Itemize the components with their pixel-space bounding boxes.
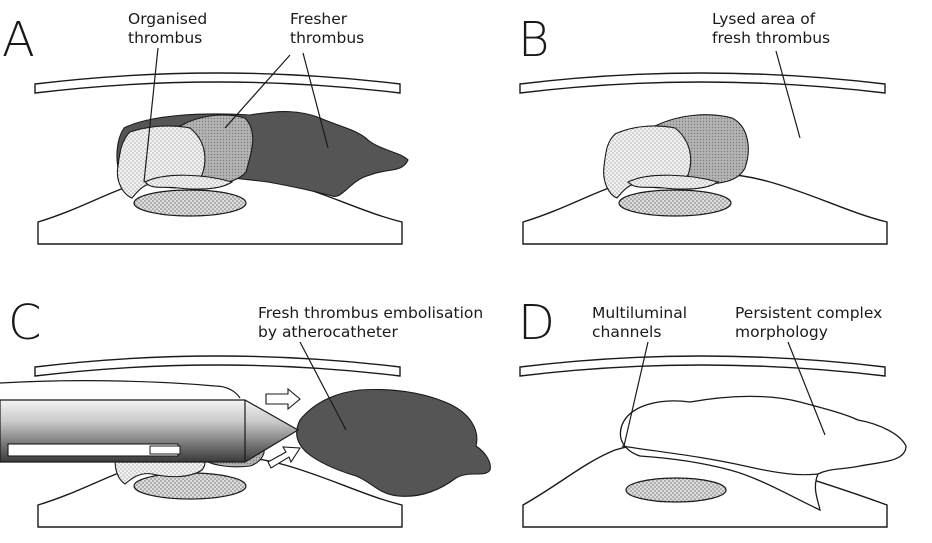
panel-b-plaque (619, 190, 731, 216)
panel-a-plaque (134, 190, 246, 216)
panel-c-plaque (134, 473, 246, 499)
panel-b-pointer-lysed (776, 51, 800, 138)
panel-a-upper-wall (35, 73, 400, 93)
panel-c-catheter-sheath (0, 381, 240, 398)
panel-a-letter: A (2, 12, 35, 68)
panel-c-letter: C (8, 295, 42, 351)
panel-d-label-persistent: Persistent complex (735, 304, 882, 322)
panel-d-plaque (626, 478, 726, 502)
panel-d-label-persistent-2: morphology (735, 323, 828, 341)
panel-a-label-fresher-2: thrombus (290, 29, 364, 47)
panel-c-label-2: by atherocatheter (258, 323, 398, 341)
panel-c-catheter-cutter (150, 446, 180, 454)
panel-b-upper-wall (520, 73, 885, 93)
panel-d-label-multiluminal: Multiluminal (592, 304, 687, 322)
panel-d: D Multiluminal channels Persistent compl… (518, 295, 906, 527)
panel-d-upper-wall (520, 356, 885, 376)
panel-c: C Fresh thrombus embolisation by atheroc… (0, 295, 490, 527)
panel-b-label-2: fresh thrombus (712, 29, 830, 47)
panel-b-label-1: Lysed area of (712, 10, 816, 28)
panel-a-label-fresher: Fresher (290, 10, 348, 28)
panel-d-label-multiluminal-2: channels (592, 323, 661, 341)
panel-a-label-organised: Organised (128, 10, 207, 28)
panel-c-label-1: Fresh thrombus embolisation (258, 304, 483, 322)
panel-b: B Lysed area of fresh thrombus (518, 10, 887, 244)
panel-b-letter: B (518, 12, 549, 68)
panel-a-label-organised-2: thrombus (128, 29, 202, 47)
panel-c-flow-arrow-upper (266, 389, 300, 409)
panel-a: A Organised thrombus Fresher thrombus (2, 10, 408, 244)
panel-d-letter: D (518, 295, 555, 351)
panel-c-upper-wall (35, 356, 400, 376)
